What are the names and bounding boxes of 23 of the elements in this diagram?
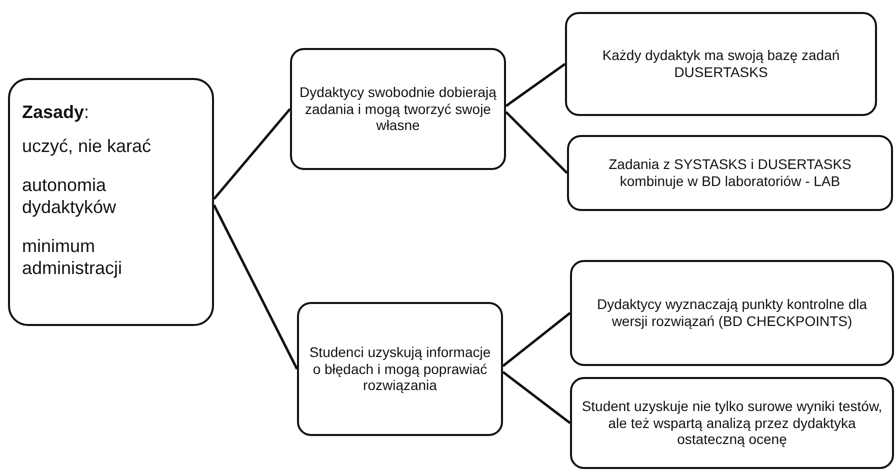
connector-line [505,62,566,108]
connector-line [502,312,571,367]
box-text: Dydaktycy swobodnie dobierają zadania i mogą tworzyć swoje własne [298,84,498,134]
process-box [290,48,506,170]
connector-line [212,204,298,370]
box-text: Dydaktycy wyznaczają punkty kontrolne dla wersji rozwiązań (BD CHECKPOINTS) [596,296,868,330]
box-text: minimum administracji [22,236,124,280]
principles-box [8,78,214,326]
connector-line [213,108,291,200]
box-text: autonomia dydaktyków [22,175,118,218]
process-box [565,12,877,116]
connector-line [505,111,568,174]
process-box [297,302,503,436]
connector-line [502,371,571,424]
box-text: Zadania z SYSTASKS i DUSERTASKS kombinuje w BD laboratoriów - LAB [608,156,852,190]
box-text: Studenci uzyskują informacje o błędach i mogą poprawiać rozwiązania [308,344,492,394]
process-box [570,377,894,469]
box-text: Student uzyskuje nie tylko surowe wyniki testów, ale też wspartą analizą przez dydaktyka ostateczną ocenę [580,398,884,448]
box-text: uczyć, nie karać [22,136,152,158]
box-text: Każdy dydaktyk ma swoją bazę zadań DUSERTASKS [601,47,841,81]
process-box [570,260,894,366]
process-box [567,135,893,211]
box-heading: Zasady: [22,102,90,124]
